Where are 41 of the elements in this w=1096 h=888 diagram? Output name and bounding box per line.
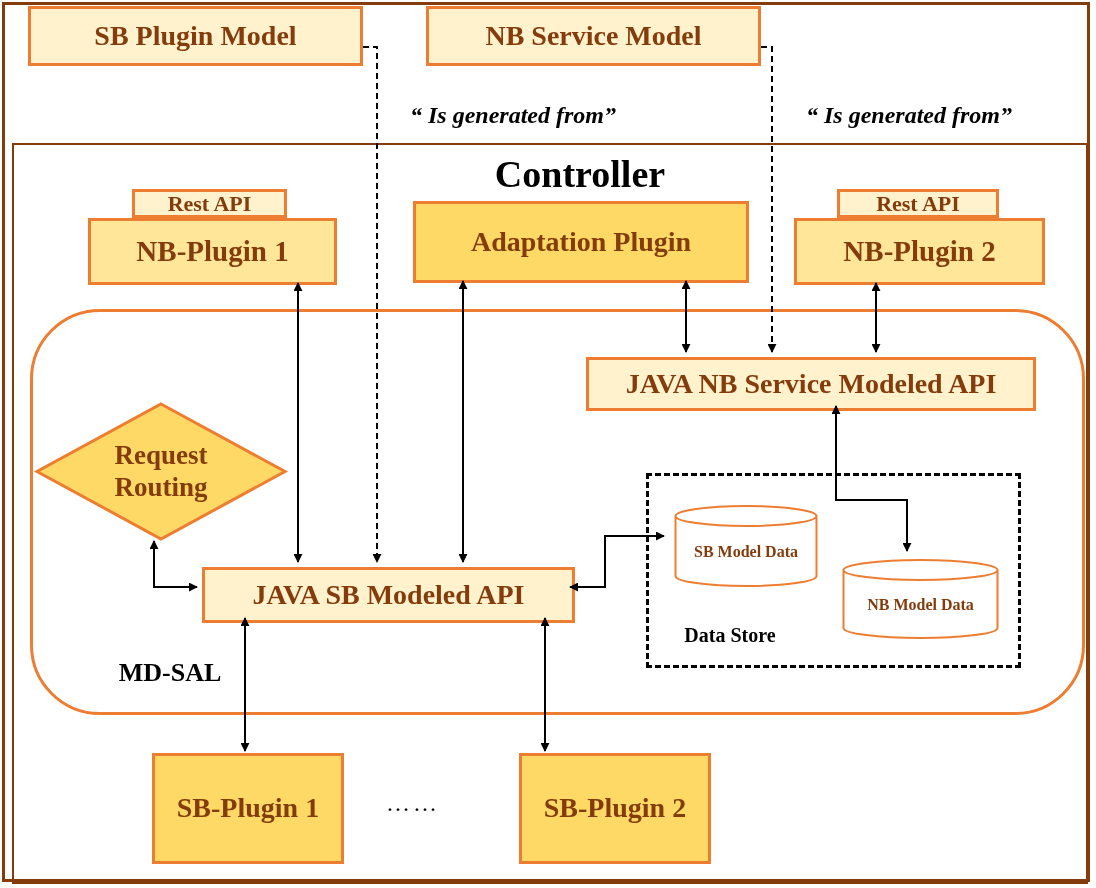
ellipsis-mark: …… bbox=[386, 790, 440, 817]
plugin-box bbox=[519, 753, 711, 864]
arrow bbox=[831, 405, 912, 552]
node-label: JAVA NB Service Modeled API bbox=[625, 367, 997, 401]
node-label: SB-Plugin 1 bbox=[176, 792, 320, 825]
plugin-box bbox=[152, 753, 344, 864]
api-tab bbox=[132, 189, 287, 218]
node-label: NB-Plugin 2 bbox=[843, 234, 996, 269]
api-box bbox=[586, 357, 1036, 411]
model-box bbox=[426, 6, 761, 66]
quote-label: “ Is generated from” bbox=[806, 102, 1012, 129]
plugin-box bbox=[88, 218, 337, 285]
arrow bbox=[240, 617, 250, 752]
container-title: MD-SAL bbox=[118, 658, 222, 688]
node-label: SB Plugin Model bbox=[94, 19, 297, 53]
arrow bbox=[362, 46, 382, 563]
plugin-box bbox=[794, 218, 1045, 285]
node-label: Rest API bbox=[167, 190, 252, 217]
md-sal-container bbox=[30, 309, 1085, 715]
plugin-box bbox=[413, 201, 749, 283]
node-label: Adaptation Plugin bbox=[470, 225, 692, 259]
api-box bbox=[202, 567, 575, 623]
node-label: SB Model Data bbox=[694, 542, 798, 562]
node-label: SB-Plugin 2 bbox=[543, 792, 687, 825]
controller-frame bbox=[12, 143, 1088, 884]
quote-label: “ Is generated from” bbox=[410, 102, 616, 129]
node-label: NB-Plugin 1 bbox=[136, 234, 289, 269]
container-title: Data Store bbox=[684, 623, 776, 647]
container-title: Controller bbox=[494, 153, 666, 197]
node-label: Rest API bbox=[876, 190, 960, 217]
arrow bbox=[540, 617, 550, 752]
data-store-region bbox=[646, 473, 1021, 668]
arrow bbox=[569, 531, 665, 592]
node-label: NB Model Data bbox=[867, 595, 974, 615]
arrow bbox=[149, 540, 198, 592]
node-label: JAVA SB Modeled API bbox=[252, 578, 525, 612]
api-tab bbox=[837, 189, 999, 218]
arrow bbox=[760, 46, 777, 353]
model-box bbox=[28, 6, 363, 66]
node-label: Request Routing bbox=[113, 440, 209, 503]
node-label: NB Service Model bbox=[485, 19, 702, 53]
